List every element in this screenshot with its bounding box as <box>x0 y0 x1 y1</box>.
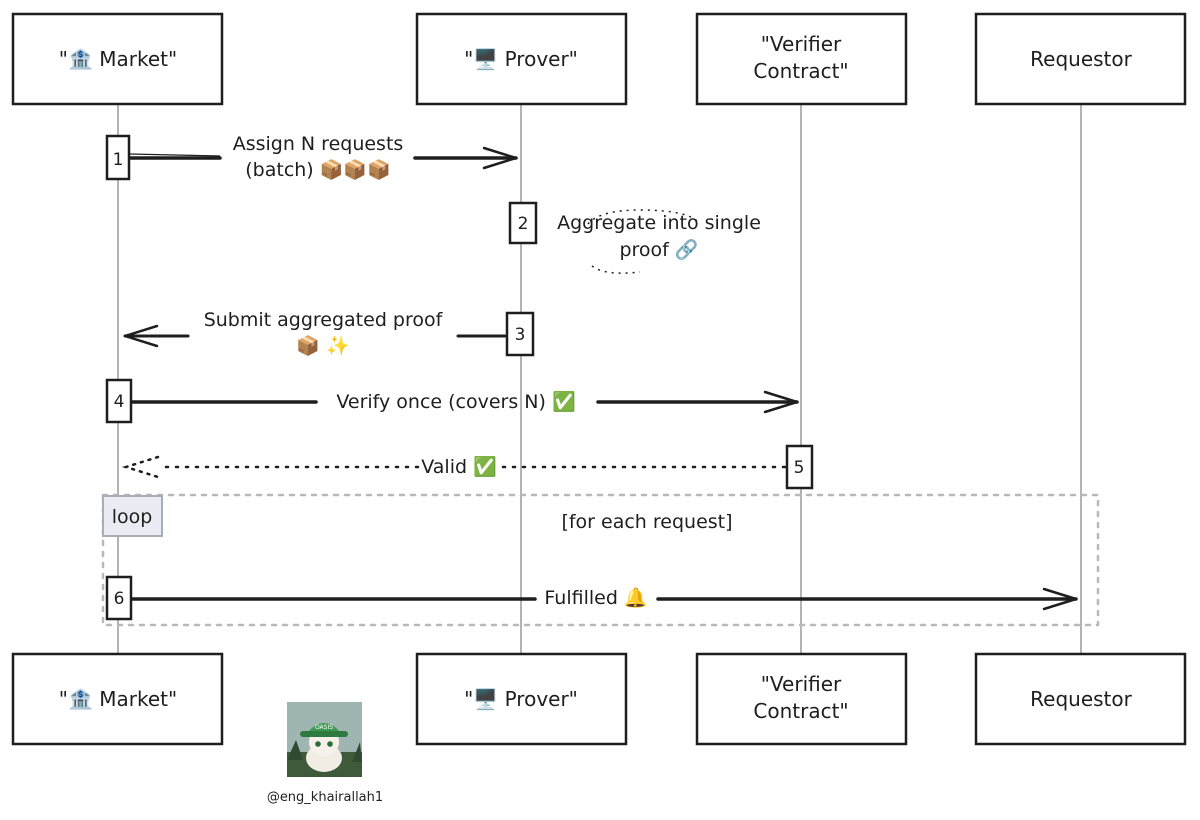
step-number-5: 5 <box>794 458 805 478</box>
message-1: Assign N requests(batch) 📦📦📦 1 <box>105 133 518 181</box>
loop-tag <box>102 495 163 537</box>
step-number-1: 1 <box>113 150 124 170</box>
actor-market-bottom: "🏦 Market" <box>11 652 224 746</box>
message-3-label: Submit aggregated proof📦 ✨ <box>204 309 444 357</box>
actor-requestor-label: Requestor <box>1030 47 1132 71</box>
activation-6 <box>105 575 133 621</box>
actor-requestor-bottom: Requestor <box>974 652 1187 746</box>
message-4: Verify once (covers N) ✅ 4 <box>105 378 799 424</box>
step-number-4: 4 <box>114 392 125 412</box>
message-4-label: Verify once (covers N) ✅ <box>336 390 575 413</box>
actor-market-label-bottom: "🏦 Market" <box>59 687 177 711</box>
message-5: Valid ✅ 5 <box>121 444 814 490</box>
actor-prover-label-bottom: "🖥️ Prover" <box>464 687 578 711</box>
actor-requestor-label-bottom: Requestor <box>1030 687 1132 711</box>
message-6-label: Fulfilled 🔔 <box>544 587 647 609</box>
message-1-label: Assign N requests(batch) 📦📦📦 <box>233 133 404 181</box>
message-6: Fulfilled 🔔 6 <box>105 575 1078 621</box>
activation-4 <box>105 378 133 424</box>
avatar: OASIS <box>287 702 362 777</box>
message-3: Submit aggregated proof📦 ✨ 3 <box>123 309 535 357</box>
actor-requestor-top: Requestor <box>974 12 1187 106</box>
actor-prover-bottom: "🖥️ Prover" <box>415 652 628 746</box>
author-handle: @eng_khairallah1 <box>267 790 383 805</box>
activation-3 <box>505 311 535 357</box>
step-number-3: 3 <box>515 325 526 345</box>
avatar-banner-text: OASIS <box>315 724 333 731</box>
message-5-label: Valid ✅ <box>421 455 496 478</box>
step-number-6: 6 <box>114 589 125 609</box>
actor-market-top: "🏦 Market" <box>11 12 224 106</box>
activation-1 <box>105 134 131 181</box>
loop-label: loop <box>112 506 153 528</box>
actor-prover-top: "🖥️ Prover" <box>415 12 628 106</box>
actor-prover-label: "🖥️ Prover" <box>464 47 578 71</box>
actor-market-label: "🏦 Market" <box>59 47 177 71</box>
step-number-2: 2 <box>518 214 529 234</box>
activation-5 <box>785 444 814 490</box>
loop-frame: loop [for each request] <box>101 493 1100 627</box>
activation-2 <box>508 201 538 245</box>
loop-condition: [for each request] <box>561 511 732 533</box>
